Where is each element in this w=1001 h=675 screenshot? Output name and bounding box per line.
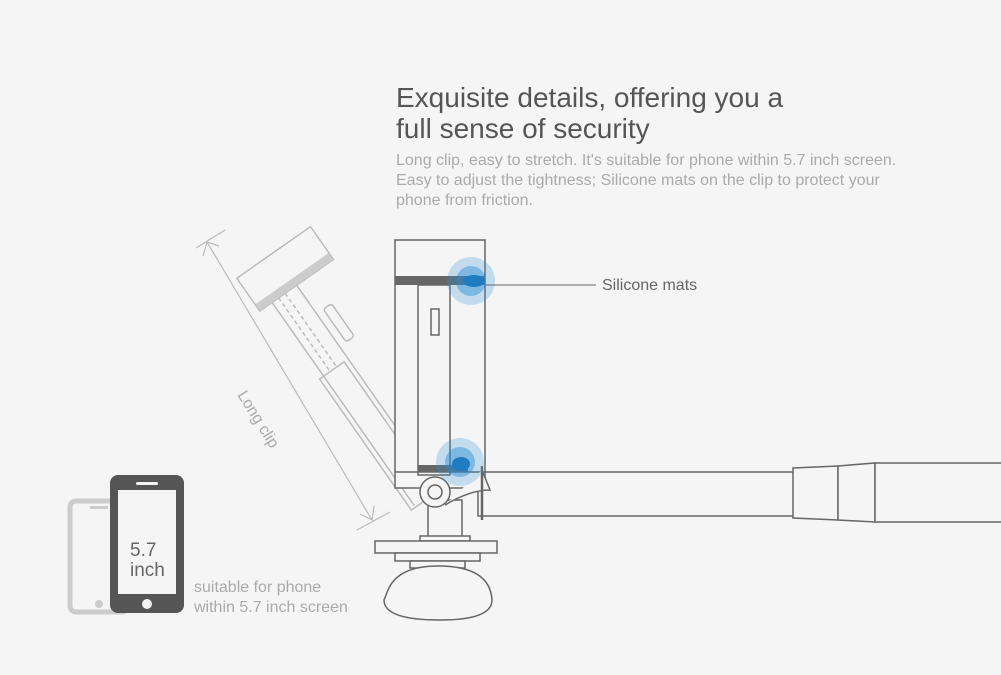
phone-caption: suitable for phone within 5.7 inch scree… [194,578,348,618]
screen-size-unit: inch [130,560,165,581]
silicone-mat-highlight-bottom [436,438,484,486]
title-line-2: full sense of security [396,113,650,144]
silicone-mat-highlight-top [447,257,495,305]
phone-caption-line-1: suitable for phone [194,579,322,596]
phone-large-icon [110,475,184,613]
gooseneck-arm [477,462,1001,523]
phone-caption-line-2: within 5.7 inch screen [194,599,348,616]
clamp-mount [374,499,498,621]
title-line-1: Exquisite details, offering you a [396,82,784,113]
description: Long clip, easy to stretch. It's suitabl… [396,152,897,209]
screen-size-value: 5.7 [130,540,157,561]
silicone-mats-label: Silicone mats [602,277,698,294]
page-title: Exquisite details, offering you a full s… [396,82,783,144]
long-clip-dimension [195,229,391,531]
screen-size-label: 5.7 inch [130,541,165,581]
